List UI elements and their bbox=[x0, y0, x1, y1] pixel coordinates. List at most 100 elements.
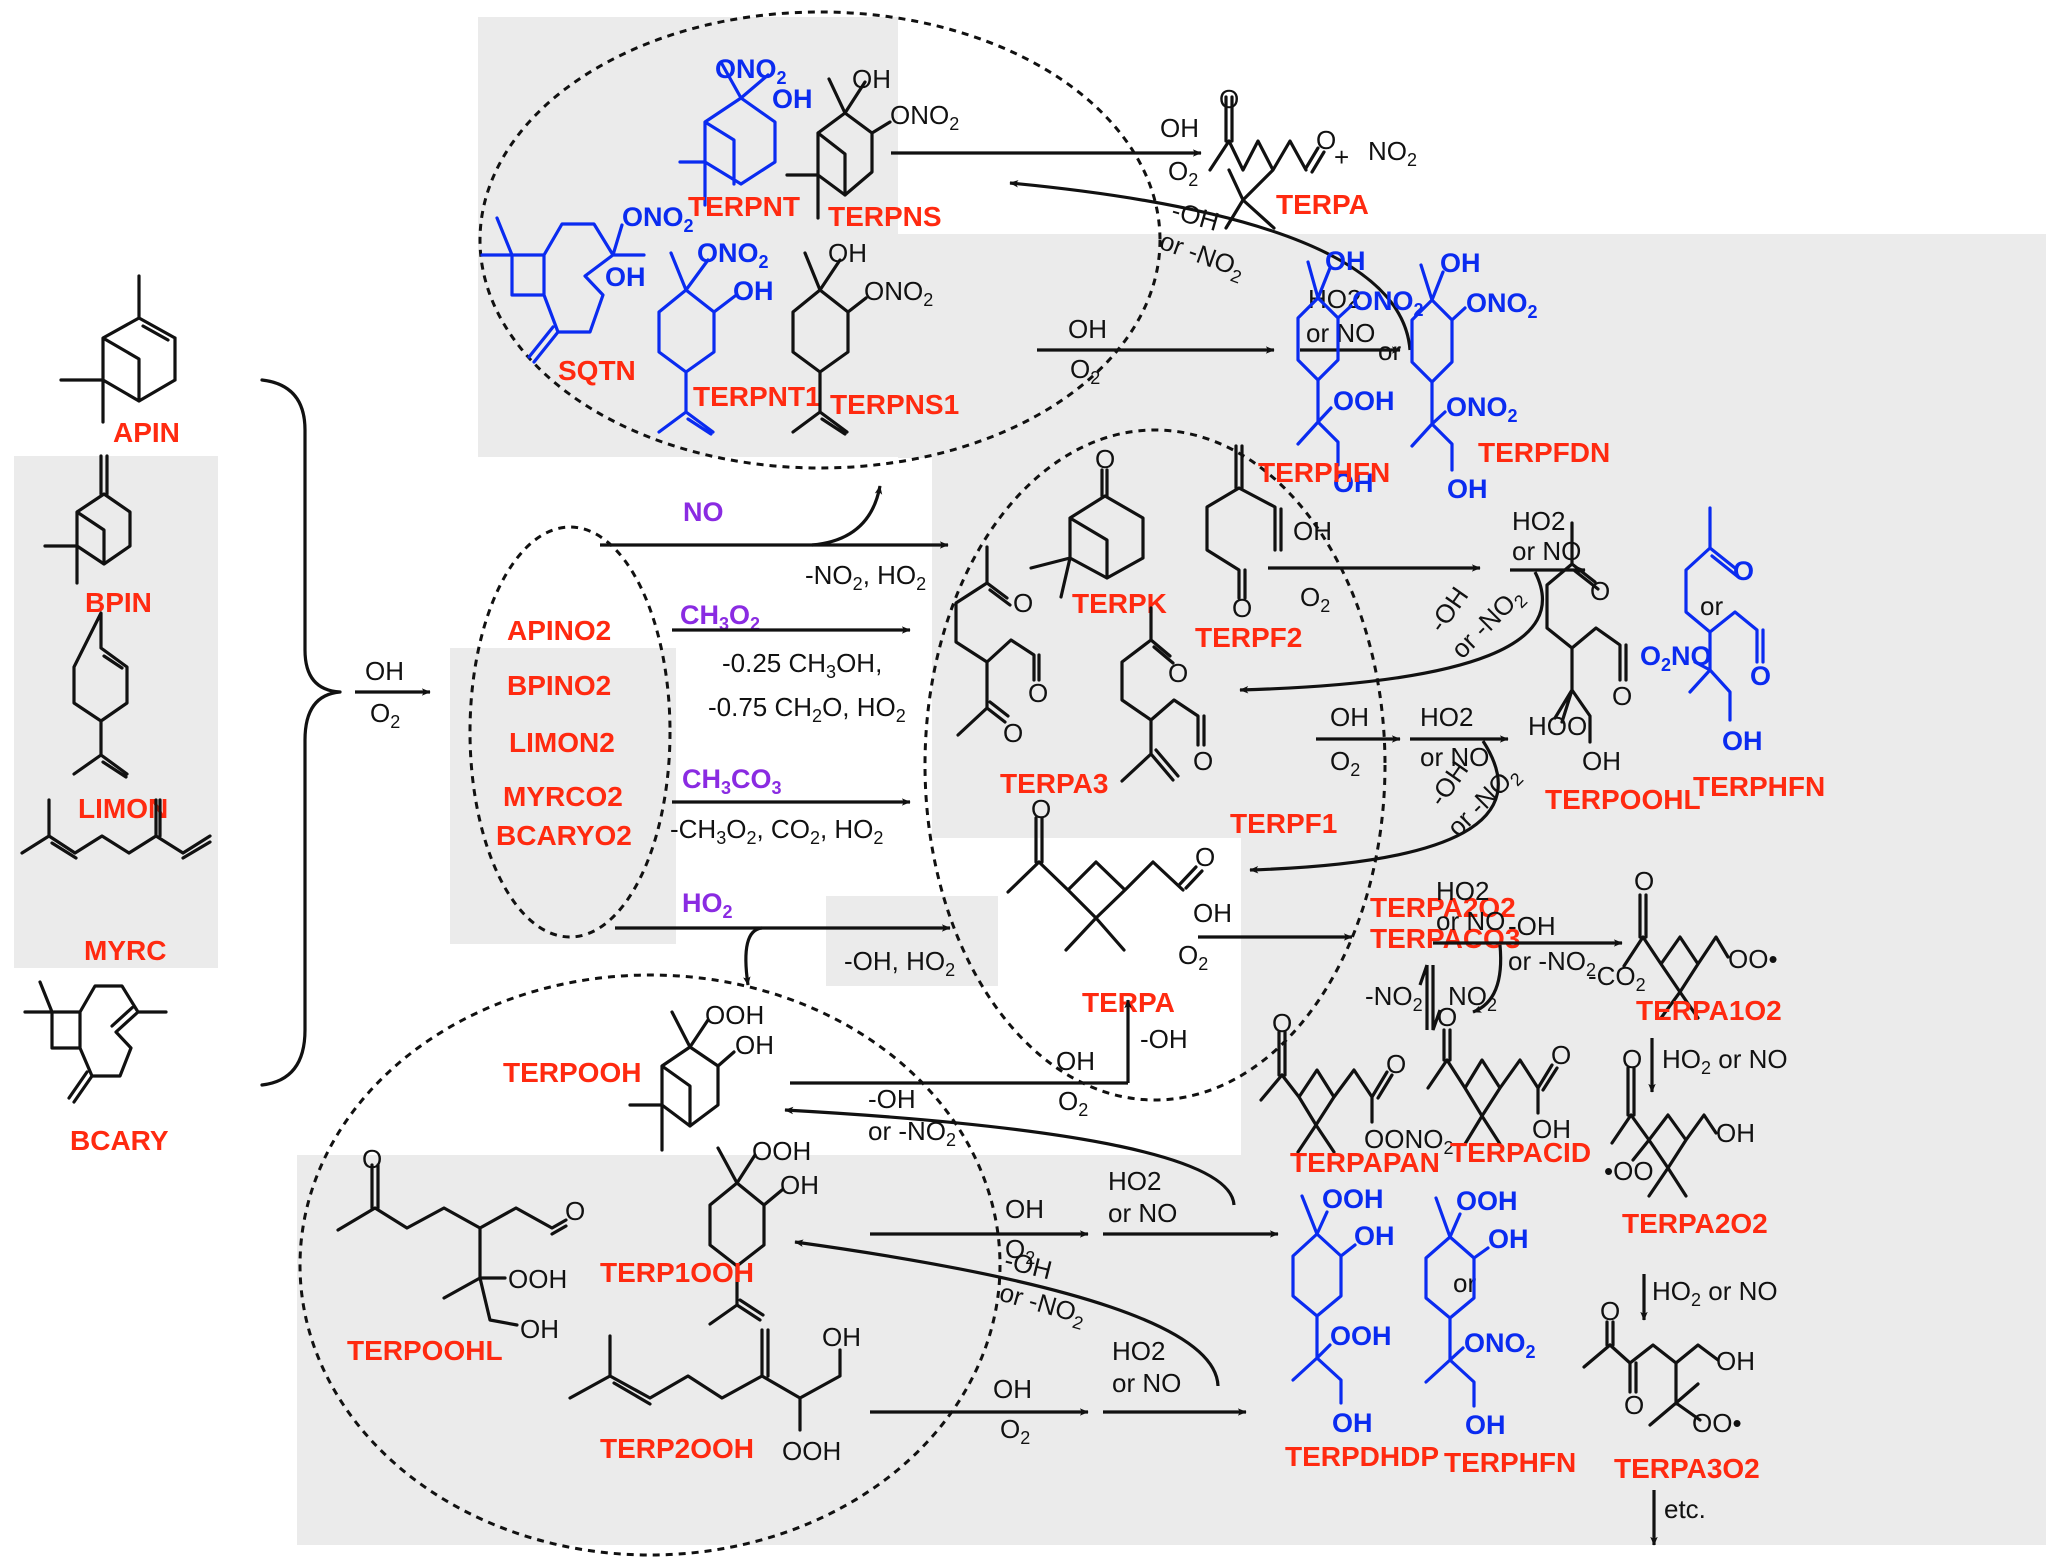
arrow-ho2-to-hydroperoxides bbox=[743, 926, 763, 986]
group-outline-nitrates bbox=[478, 10, 1162, 470]
equilibrium-arrow bbox=[1418, 964, 1442, 1031]
svg-text:O: O bbox=[1232, 593, 1252, 623]
label-terpa3: TERPA3 bbox=[1000, 768, 1108, 799]
species-terpa2o2: O •OO OH TERPA2O2 bbox=[1604, 1044, 1768, 1239]
step2-label: HO2 or NO bbox=[1652, 1276, 1778, 1310]
or-hydroperoxide-products: or bbox=[1453, 1268, 1476, 1298]
panel-right-upper bbox=[898, 234, 2046, 458]
oxidation-above: OH bbox=[365, 656, 404, 686]
arrow-return-to-terpf1 bbox=[1239, 571, 1545, 694]
label-terpk: TERPK bbox=[1072, 588, 1167, 619]
label-sqtn: SQTN bbox=[558, 355, 636, 386]
svg-text:OOH: OOH bbox=[1330, 1321, 1392, 1351]
reagent-no: NO bbox=[683, 497, 724, 527]
label-terpf1: TERPF1 bbox=[1230, 808, 1337, 839]
svg-text:OH: OH bbox=[1332, 1408, 1373, 1438]
label-terpoohl-hydroperoxide: TERPOOHL bbox=[347, 1335, 503, 1366]
species-terpns1: OH ONO2 TERPNS1 bbox=[791, 238, 959, 436]
svg-text:ONO2: ONO2 bbox=[1466, 288, 1538, 322]
species-sqtn: ONO2 OH SQTN bbox=[480, 202, 694, 386]
svg-text:HOO: HOO bbox=[1528, 711, 1587, 741]
svg-text:O: O bbox=[1600, 1296, 1620, 1326]
panel-hydroperoxides bbox=[297, 1155, 2046, 1545]
svg-text:OOH: OOH bbox=[1333, 386, 1395, 416]
svg-text:O: O bbox=[1031, 794, 1051, 824]
precursor-myrc: MYRC bbox=[20, 798, 212, 966]
svg-text:O: O bbox=[1622, 1044, 1642, 1074]
terpa-main-right-above: -OH bbox=[1508, 911, 1556, 941]
terpa-reaction-above: OH bbox=[1193, 898, 1232, 928]
precursor-bpin: BPIN bbox=[43, 454, 152, 618]
svg-text:OH: OH bbox=[852, 64, 891, 94]
svg-text:OH: OH bbox=[1488, 1224, 1529, 1254]
svg-text:OH: OH bbox=[605, 262, 646, 292]
terpns1-second-below: or NO bbox=[1306, 318, 1375, 348]
label-limon: LIMON bbox=[78, 793, 168, 824]
precursor-brace bbox=[260, 378, 342, 1087]
label-terp1ooh: TERP1OOH bbox=[600, 1257, 754, 1288]
species-terp2ooh: OH OOH TERP2OOH bbox=[568, 1322, 861, 1466]
svg-text:OH: OH bbox=[780, 1170, 819, 1200]
terp2ooh-second-above: HO2 bbox=[1112, 1336, 1165, 1366]
label-terpa2o2-intermediate: TERPA2O2 bbox=[1370, 892, 1516, 923]
label-apin: APIN bbox=[113, 417, 180, 448]
group-outline-peroxy-radicals bbox=[468, 525, 672, 939]
peroxy-bpino2: BPINO2 bbox=[507, 670, 611, 701]
svg-text:OO•: OO• bbox=[1692, 1408, 1742, 1438]
species-terpa1o2: O OO• TERPA1O2 bbox=[1622, 866, 1782, 1026]
svg-text:OH: OH bbox=[1716, 1118, 1755, 1148]
species-terpns: OH ONO2 TERPNS bbox=[785, 64, 959, 232]
terpf2-second-below: or NO bbox=[1512, 536, 1581, 566]
svg-text:O: O bbox=[1095, 444, 1115, 474]
svg-text:OH: OH bbox=[1333, 468, 1374, 498]
svg-text:OH: OH bbox=[1716, 1346, 1755, 1376]
svg-text:O: O bbox=[1750, 661, 1771, 691]
terpa-reaction-below: O2 bbox=[1178, 940, 1208, 974]
svg-text:O: O bbox=[1733, 556, 1754, 586]
svg-text:O: O bbox=[1272, 1008, 1292, 1038]
ch3o2-byproducts-1: -0.25 CH3OH, bbox=[722, 648, 882, 682]
svg-text:O: O bbox=[1193, 746, 1213, 776]
step3-label: etc. bbox=[1664, 1494, 1706, 1524]
label-terphfn-hydroperoxide: TERPHFN bbox=[1444, 1447, 1576, 1478]
label-terpdhdp: TERPDHDP bbox=[1285, 1441, 1439, 1472]
terpooh-up-label: -OH bbox=[1140, 1024, 1188, 1054]
svg-text:OH: OH bbox=[1447, 474, 1488, 504]
svg-text:OH: OH bbox=[1582, 746, 1621, 776]
label-terpoohl-carbonyl: TERPOOHL bbox=[1545, 784, 1701, 815]
species-terpoohl-hydroperoxide: O O OOH OH TERPOOHL bbox=[336, 1144, 585, 1366]
arrow-return-to-terp1ooh bbox=[794, 1239, 1220, 1387]
terpa-main-above-2: or NO bbox=[1436, 906, 1505, 936]
ch3o2-byproducts-2: -0.75 CH2O, HO2 bbox=[708, 692, 906, 726]
terpns1-reaction-below: O2 bbox=[1070, 354, 1100, 388]
terpa-main-below: -CO2 bbox=[1588, 961, 1646, 995]
precursor-limon: LIMON bbox=[72, 611, 168, 824]
label-terpapan: TERPAPAN bbox=[1290, 1147, 1440, 1178]
svg-text:ONO2: ONO2 bbox=[715, 54, 787, 88]
svg-text:ONO2: ONO2 bbox=[1446, 392, 1518, 426]
svg-text:O: O bbox=[1624, 1390, 1644, 1420]
label-terpaco3-intermediate: TERPACO3 bbox=[1370, 923, 1520, 954]
label-terpa1o2: TERPA1O2 bbox=[1636, 995, 1782, 1026]
label-terpa-top: TERPA bbox=[1276, 189, 1369, 220]
svg-text:OH: OH bbox=[1293, 516, 1332, 546]
species-terpoohl-carbonyl: O O HOO OH TERPOOHL bbox=[1528, 521, 1701, 815]
terpns-reaction-above: OH bbox=[1160, 113, 1199, 143]
svg-text:OH: OH bbox=[1722, 726, 1763, 756]
species-terpdhdp: OOH OH OOH OH TERPDHDP bbox=[1285, 1184, 1439, 1472]
label-terpnt1: TERPNT1 bbox=[693, 381, 821, 412]
or-nitrate-products: or bbox=[1378, 336, 1401, 366]
svg-text:OOH: OOH bbox=[508, 1264, 567, 1294]
species-terpnt: ONO2 OH TERPNT bbox=[678, 54, 813, 222]
terp2ooh-second-below: or NO bbox=[1112, 1368, 1181, 1398]
svg-text:O: O bbox=[1634, 866, 1654, 896]
svg-text:O: O bbox=[1003, 718, 1023, 748]
species-terp1ooh: OOH OH TERP1OOH bbox=[600, 1136, 819, 1326]
oxidation-below: O2 bbox=[370, 698, 400, 732]
species-terpacid: O O OH TERPACID bbox=[1426, 1002, 1591, 1168]
terp2ooh-reaction-above: OH bbox=[993, 1374, 1032, 1404]
svg-text:OH: OH bbox=[828, 238, 867, 268]
reagent-ch3o2: CH3O2 bbox=[680, 600, 760, 634]
group-outline-hydroperoxides bbox=[298, 973, 1002, 1557]
